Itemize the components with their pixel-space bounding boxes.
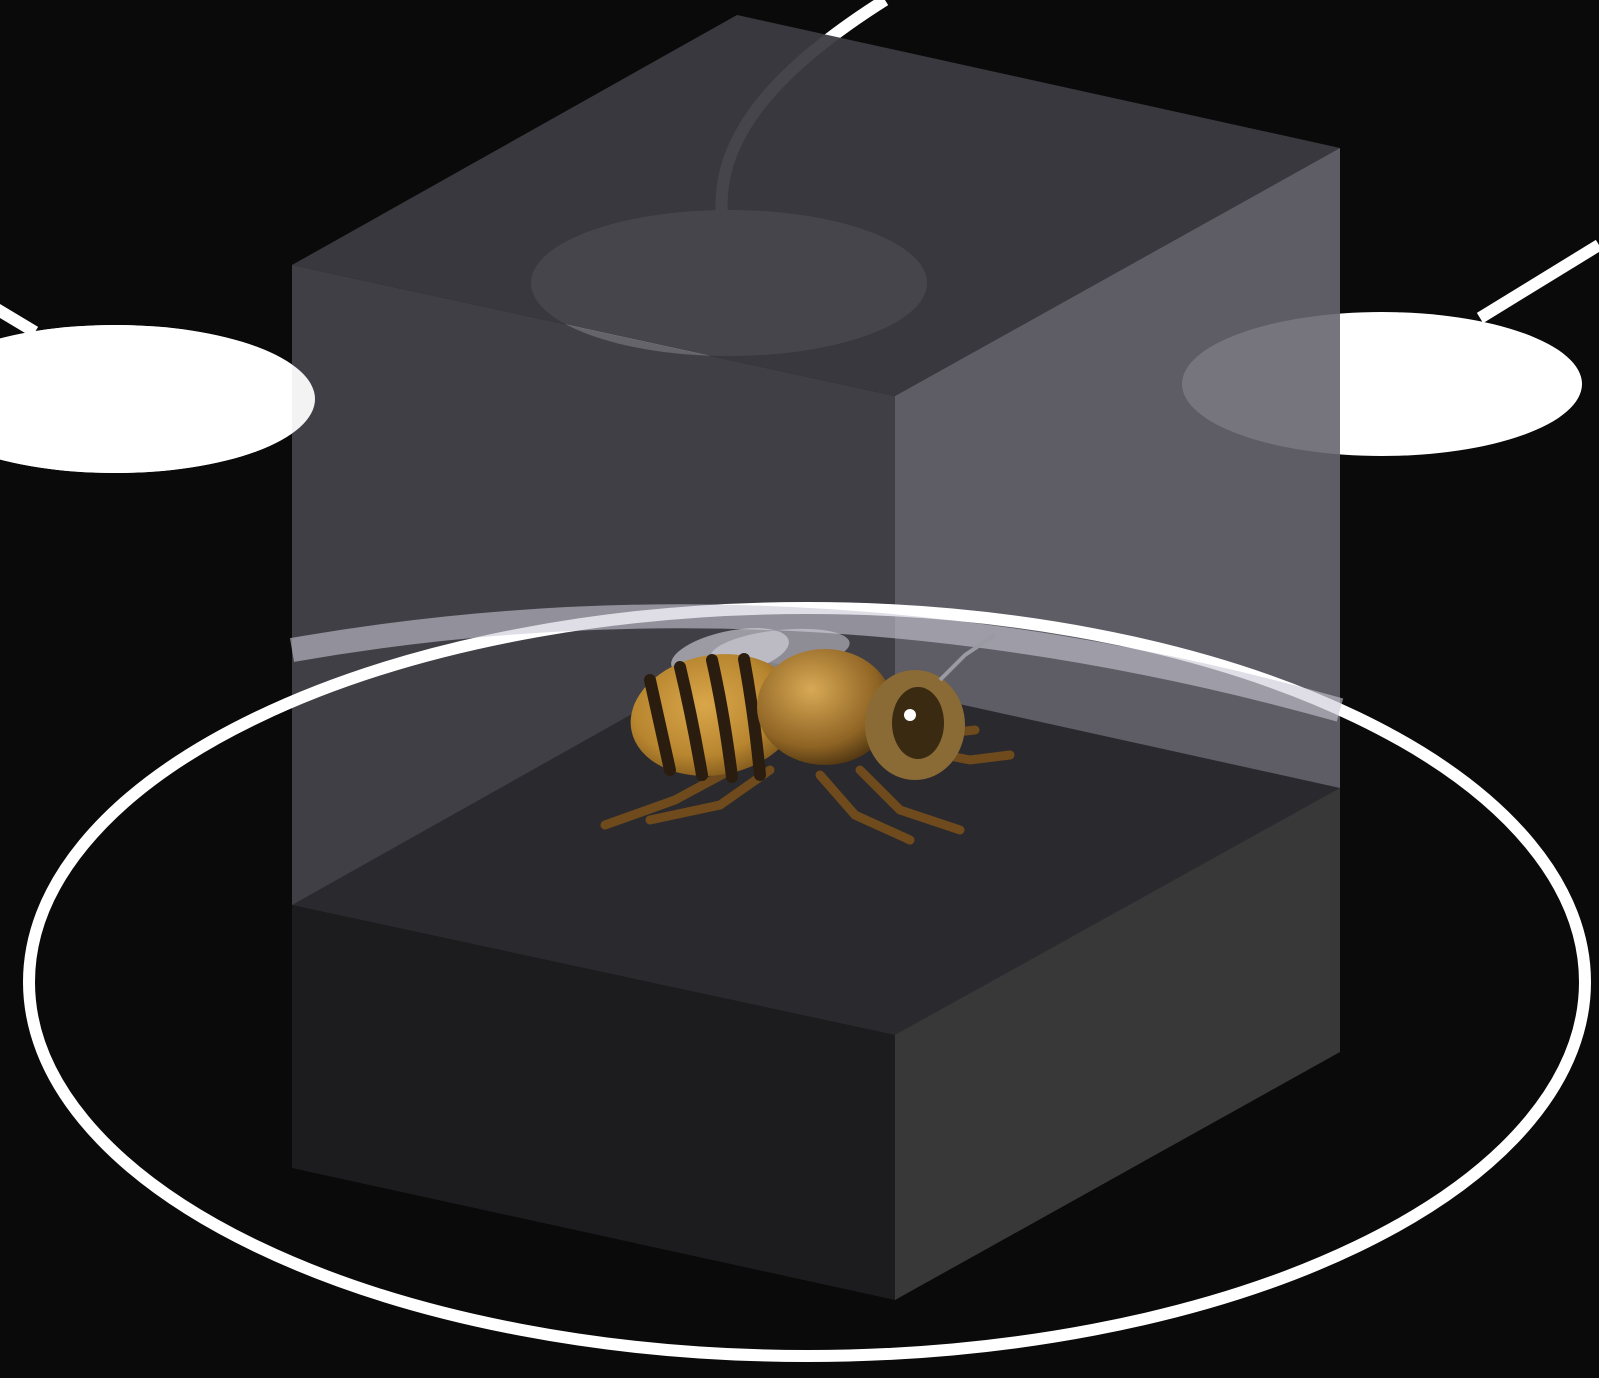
bee-eye	[892, 687, 944, 759]
bee-eye-highlight	[904, 709, 916, 721]
